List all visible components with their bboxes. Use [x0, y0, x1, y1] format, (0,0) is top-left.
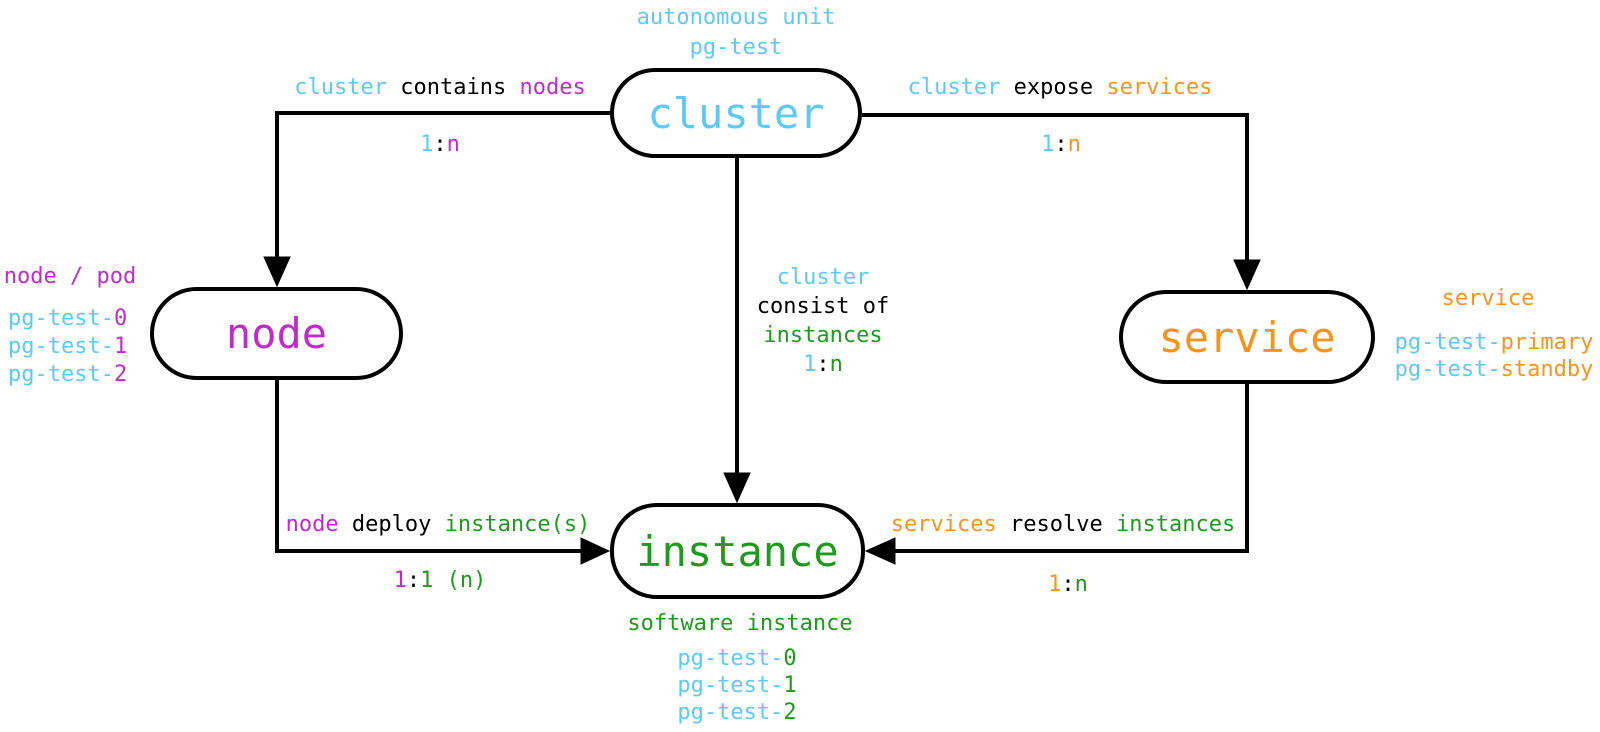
edge-cluster-expose-services-line	[862, 113, 1249, 262]
service-annotation-type: service	[1441, 286, 1535, 311]
edge-consist-line-subject: cluster	[776, 265, 870, 290]
entity-service: service	[1119, 290, 1375, 384]
arrowhead-into-instance-right-icon	[864, 537, 896, 565]
entity-node: node	[150, 287, 403, 380]
edge-node-deploy-instances-label: node deploy instance(s)	[285, 512, 591, 537]
node-annotation-type: node / pod	[3, 264, 137, 289]
arrowhead-into-service-icon	[1233, 259, 1261, 291]
service-item: pg-test-standby	[1394, 357, 1594, 382]
arrowhead-into-instance-left-icon	[580, 537, 611, 565]
edge-node-deploy-instances-line	[275, 380, 583, 553]
node-item: pg-test-1	[8, 334, 128, 359]
node-annotation-list: pg-test-0 pg-test-1 pg-test-2	[8, 305, 127, 389]
edge-services-resolve-instances-label: services resolve instances	[890, 512, 1236, 537]
entity-instance: instance	[610, 503, 865, 599]
edge-consist-cardinality: 1:n	[803, 352, 843, 377]
instance-item: pg-test-2	[677, 700, 797, 725]
node-item: pg-test-2	[8, 362, 128, 387]
edge-consist-line-verb: consist of	[756, 294, 890, 319]
entity-cluster-label: cluster	[647, 88, 825, 138]
node-item: pg-test-0	[8, 306, 128, 331]
arrowhead-into-instance-top-icon	[723, 472, 751, 504]
entity-service-label: service	[1158, 312, 1336, 362]
entity-cluster: cluster	[610, 68, 862, 158]
edge-cluster-contains-nodes-label: cluster contains nodes	[294, 75, 586, 100]
edge-cluster-consist-of-instances-label: cluster consist of instances 1:n	[757, 263, 889, 379]
instance-annotation-list: pg-test-0 pg-test-1 pg-test-2	[677, 645, 796, 726]
edge-cluster-expose-services-label: cluster expose services	[907, 75, 1213, 100]
cluster-annotation: autonomous unit pg-test	[637, 3, 836, 63]
entity-instance-label: instance	[636, 526, 839, 576]
service-item: pg-test-primary	[1394, 330, 1594, 355]
arrowhead-into-node-icon	[263, 256, 291, 288]
instance-item: pg-test-0	[677, 646, 797, 671]
cluster-annotation-type: autonomous unit	[636, 5, 836, 30]
edge-services-resolve-instances-line	[893, 384, 1249, 553]
edge-cluster-expose-services-cardinality: 1:n	[1041, 132, 1081, 157]
entity-node-label: node	[225, 309, 328, 358]
edge-services-resolve-instances-cardinality: 1:n	[1048, 572, 1088, 597]
edge-consist-line-object: instances	[763, 323, 883, 348]
edge-cluster-contains-nodes-cardinality: 1:n	[420, 132, 460, 157]
service-annotation-list: pg-test-primary pg-test-standby	[1395, 329, 1594, 383]
cluster-annotation-name: pg-test	[689, 35, 783, 60]
edge-node-deploy-instances-cardinality: 1:1 (n)	[393, 568, 487, 593]
instance-item: pg-test-1	[677, 673, 797, 698]
instance-annotation-type: software instance	[627, 611, 853, 636]
edge-cluster-contains-nodes-line	[275, 111, 610, 259]
